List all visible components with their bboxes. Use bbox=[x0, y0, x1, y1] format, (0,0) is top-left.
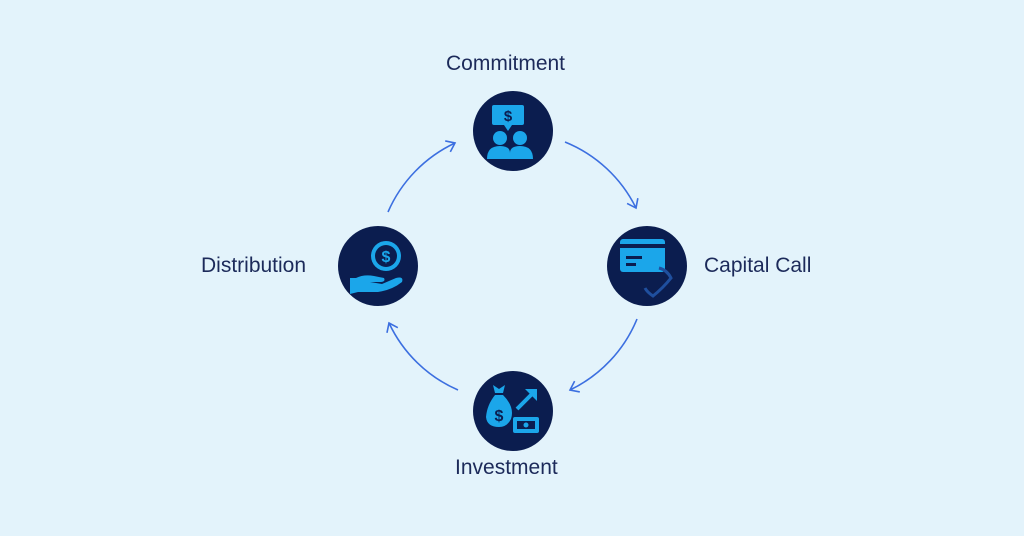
step-node-commitment: $ bbox=[473, 91, 553, 171]
svg-text:$: $ bbox=[495, 408, 504, 425]
step-label-investment: Investment bbox=[455, 456, 558, 479]
svg-text:$: $ bbox=[382, 249, 391, 266]
card-phone-icon bbox=[620, 239, 673, 298]
step-node-investment: $ bbox=[473, 371, 553, 451]
arrow-investment-to-distribution bbox=[386, 321, 459, 391]
people-dollar-speech-icon: $ bbox=[487, 105, 533, 159]
hand-coin-icon: $ bbox=[350, 241, 403, 294]
step-label-distribution: Distribution bbox=[201, 254, 307, 277]
arrow-distribution-to-commitment bbox=[387, 140, 457, 213]
arrow-capital-call-to-investment bbox=[568, 318, 638, 393]
step-node-distribution: $ bbox=[338, 226, 418, 306]
svg-text:$: $ bbox=[504, 108, 513, 125]
moneybag-growth-icon: $ bbox=[486, 385, 539, 433]
arrow-commitment-to-capital-call bbox=[564, 141, 639, 210]
step-label-commitment: Commitment bbox=[446, 52, 566, 75]
step-node-capital-call bbox=[607, 226, 687, 306]
step-label-capital-call: Capital Call bbox=[704, 254, 812, 277]
